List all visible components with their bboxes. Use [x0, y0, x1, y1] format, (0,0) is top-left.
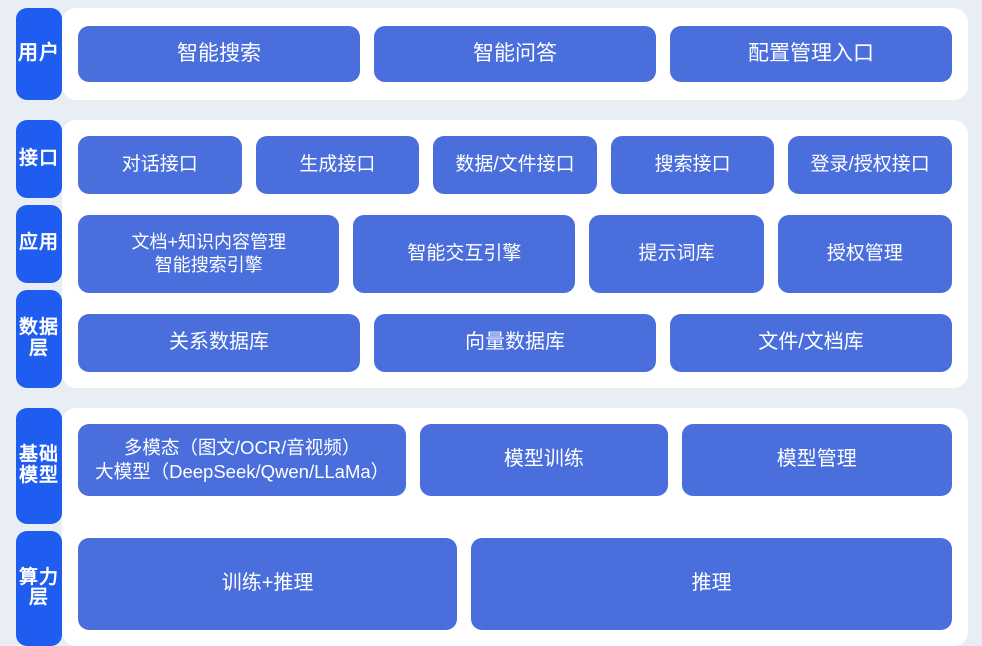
panel-mid: 对话接口 生成接口 数据/文件接口 搜索接口 登录/授权接口 文档+知识内容管理… — [62, 120, 968, 388]
layer-tab-application[interactable]: 应用 — [16, 205, 62, 283]
box-file-doc-db[interactable]: 文件/文档库 — [670, 314, 952, 372]
box-login-auth-api[interactable]: 登录/授权接口 — [788, 136, 952, 194]
box-search-api[interactable]: 搜索接口 — [611, 136, 775, 194]
row-user: 智能搜索 智能问答 配置管理入口 — [78, 26, 952, 82]
row-base-model: 多模态（图文/OCR/音视频） 大模型（DeepSeek/Qwen/LLaMa）… — [78, 424, 952, 496]
row-data-layer: 关系数据库 向量数据库 文件/文档库 — [78, 314, 952, 372]
section-user: 用户 智能搜索 智能问答 配置管理入口 — [0, 8, 982, 100]
layer-tab-data[interactable]: 数据层 — [16, 290, 62, 388]
box-prompt-library[interactable]: 提示词库 — [589, 215, 763, 293]
box-data-file-api[interactable]: 数据/文件接口 — [433, 136, 597, 194]
row-compute-layer: 训练+推理 推理 — [78, 538, 952, 630]
layer-tab-compute[interactable]: 算力层 — [16, 531, 62, 646]
box-smart-qa[interactable]: 智能问答 — [374, 26, 656, 82]
layer-tab-base-model[interactable]: 基础模型 — [16, 408, 62, 524]
row-interface: 对话接口 生成接口 数据/文件接口 搜索接口 登录/授权接口 — [78, 136, 952, 194]
layer-tab-interface[interactable]: 接口 — [16, 120, 62, 198]
box-interaction-engine[interactable]: 智能交互引擎 — [353, 215, 575, 293]
box-auth-management[interactable]: 授权管理 — [778, 215, 952, 293]
section-base-model-compute: 基础模型 算力层 多模态（图文/OCR/音视频） 大模型（DeepSeek/Qw… — [0, 408, 982, 646]
box-infer[interactable]: 推理 — [471, 538, 952, 630]
panel-base: 多模态（图文/OCR/音视频） 大模型（DeepSeek/Qwen/LLaMa）… — [62, 408, 968, 646]
layer-tab-user[interactable]: 用户 — [16, 8, 62, 100]
box-model-training[interactable]: 模型训练 — [420, 424, 667, 496]
panel-user: 智能搜索 智能问答 配置管理入口 — [62, 8, 968, 100]
box-model-management[interactable]: 模型管理 — [682, 424, 952, 496]
box-dialog-api[interactable]: 对话接口 — [78, 136, 242, 194]
box-config-entry[interactable]: 配置管理入口 — [670, 26, 952, 82]
tab-column-user: 用户 — [0, 8, 62, 100]
box-vector-db[interactable]: 向量数据库 — [374, 314, 656, 372]
section-interface-app-data: 接口 应用 数据层 对话接口 生成接口 数据/文件接口 搜索接口 登录/授权接口… — [0, 120, 982, 388]
box-relational-db[interactable]: 关系数据库 — [78, 314, 360, 372]
tab-column-mid: 接口 应用 数据层 — [0, 120, 62, 388]
box-smart-search[interactable]: 智能搜索 — [78, 26, 360, 82]
box-generate-api[interactable]: 生成接口 — [256, 136, 420, 194]
box-train-infer[interactable]: 训练+推理 — [78, 538, 457, 630]
box-doc-knowledge-management[interactable]: 文档+知识内容管理 智能搜索引擎 — [78, 215, 339, 293]
box-multimodal-llm[interactable]: 多模态（图文/OCR/音视频） 大模型（DeepSeek/Qwen/LLaMa） — [78, 424, 406, 496]
row-application: 文档+知识内容管理 智能搜索引擎 智能交互引擎 提示词库 授权管理 — [78, 215, 952, 293]
tab-column-base: 基础模型 算力层 — [0, 408, 62, 646]
